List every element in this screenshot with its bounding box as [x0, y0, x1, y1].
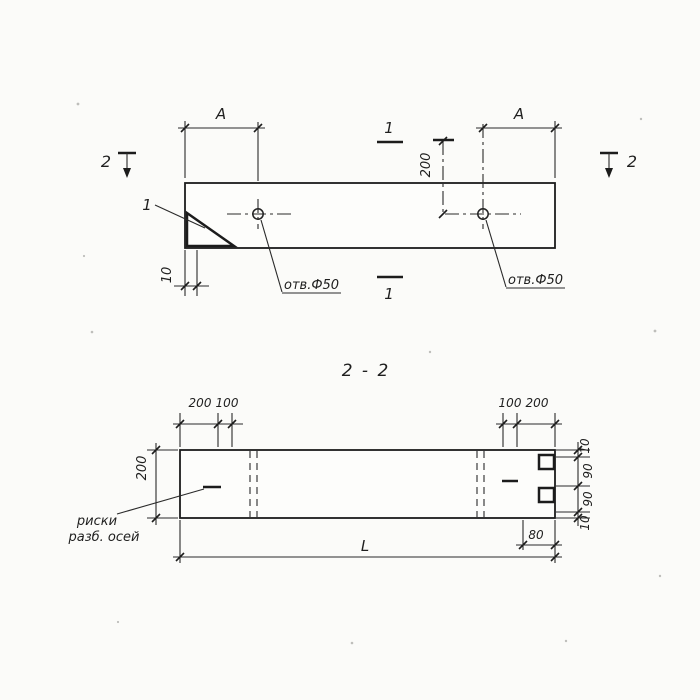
section-1-bottom-label: 1 — [384, 285, 394, 303]
dim-200-top-right-label: 200 — [526, 396, 549, 410]
axes-note: риски разб. осей — [68, 488, 205, 545]
detail-mark-label: 1 — [142, 196, 152, 214]
dim-10-plan-label: 10 — [160, 267, 175, 284]
dims-top-left: 200 100 — [173, 396, 243, 447]
dims-right-chain: 10 90 90 10 — [556, 438, 595, 531]
beam-section-outline — [179, 449, 556, 519]
hole-callouts: отв.Ф50 отв.Ф50 — [260, 219, 565, 294]
dim-length-label: L — [361, 537, 369, 555]
dim-a-left: A — [178, 105, 265, 181]
scan-noise — [76, 102, 662, 645]
section-1-top-label: 1 — [384, 119, 394, 137]
dims-top-right: 100 200 — [496, 396, 562, 447]
section-2-left-label: 2 — [101, 152, 111, 171]
dim-100-top-left-label: 100 — [216, 396, 239, 410]
dim-10-plan: 10 — [160, 250, 209, 296]
hole-left-leader — [260, 219, 283, 293]
dim-height-label: 200 — [135, 456, 150, 481]
dim-80-label: 80 — [528, 528, 544, 542]
hole-left — [252, 208, 264, 220]
dim-a-right: A — [476, 105, 562, 178]
dim-200-top-left-label: 200 — [189, 396, 212, 410]
dim-right-10-bottom-label: 10 — [578, 515, 592, 531]
dim-200-plan-label: 200 — [419, 153, 434, 178]
section-2-left-arrow-icon — [123, 168, 131, 178]
section-1-marks: 1 1 — [377, 119, 403, 303]
section-2-marks: 2 2 — [101, 151, 637, 178]
dim-a-left-label: A — [215, 105, 226, 123]
dim-right-90-lower-label: 90 — [581, 491, 595, 507]
hole-left-label: отв.Ф50 — [284, 278, 339, 293]
section-view-title: 2 - 2 — [342, 361, 391, 381]
hole-right — [477, 208, 489, 220]
dim-height-left: 200 — [135, 443, 178, 525]
section-2-right-arrow-icon — [605, 168, 613, 178]
corner-detail-triangle — [185, 210, 238, 248]
hole-right-leader — [485, 219, 507, 288]
dim-100-top-right-label: 100 — [499, 396, 522, 410]
note-line-1: риски — [76, 514, 117, 529]
plan-view: 1 A A 1 1 — [101, 105, 637, 303]
dims-bottom: 80 L — [173, 520, 562, 563]
hole-right-label: отв.Ф50 — [508, 273, 563, 288]
dim-right-10-top-label: 10 — [578, 438, 592, 454]
dim-right-90-upper-label: 90 — [581, 463, 595, 479]
section-2-right-label: 2 — [627, 152, 637, 171]
dim-200-plan: 200 — [419, 136, 454, 219]
note-line-2: разб. осей — [68, 530, 140, 545]
note-leader-line — [116, 488, 205, 515]
notch-upper — [537, 453, 556, 471]
beam-plan-outline — [184, 182, 556, 249]
detail-leader-line — [154, 204, 206, 229]
notch-lower — [537, 486, 556, 504]
section-view: 2 - 2 200 100 — [68, 361, 595, 563]
dim-a-right-label: A — [513, 105, 524, 123]
